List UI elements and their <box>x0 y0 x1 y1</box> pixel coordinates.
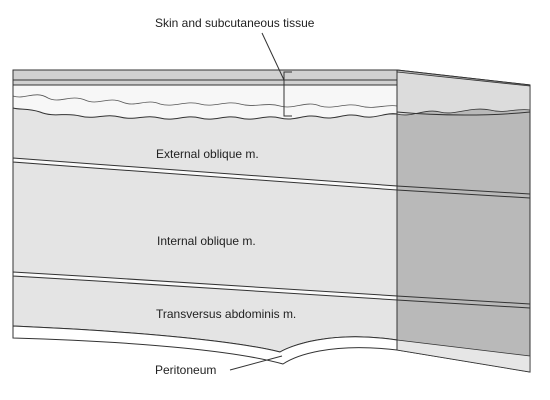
side-separator-5 <box>396 299 531 309</box>
label-internal-oblique: Internal oblique m. <box>157 234 256 248</box>
label-skin-subcutaneous: Skin and subcutaneous tissue <box>155 16 315 30</box>
label-external-oblique: External oblique m. <box>156 147 259 161</box>
side-separator-2 <box>396 185 531 195</box>
front-skin-layer <box>12 84 398 120</box>
skin-bracket <box>283 71 292 117</box>
side-separator-4 <box>396 295 531 305</box>
label-transversus-abdominis: Transversus abdominis m. <box>156 307 296 321</box>
peritoneum-leader-line <box>229 355 283 371</box>
subcutaneous-wavy-line <box>12 94 398 108</box>
side-separator-1 <box>396 111 531 116</box>
label-peritoneum: Peritoneum <box>155 363 216 377</box>
skin-leader-line <box>261 32 285 81</box>
side-separator-3 <box>396 189 531 199</box>
